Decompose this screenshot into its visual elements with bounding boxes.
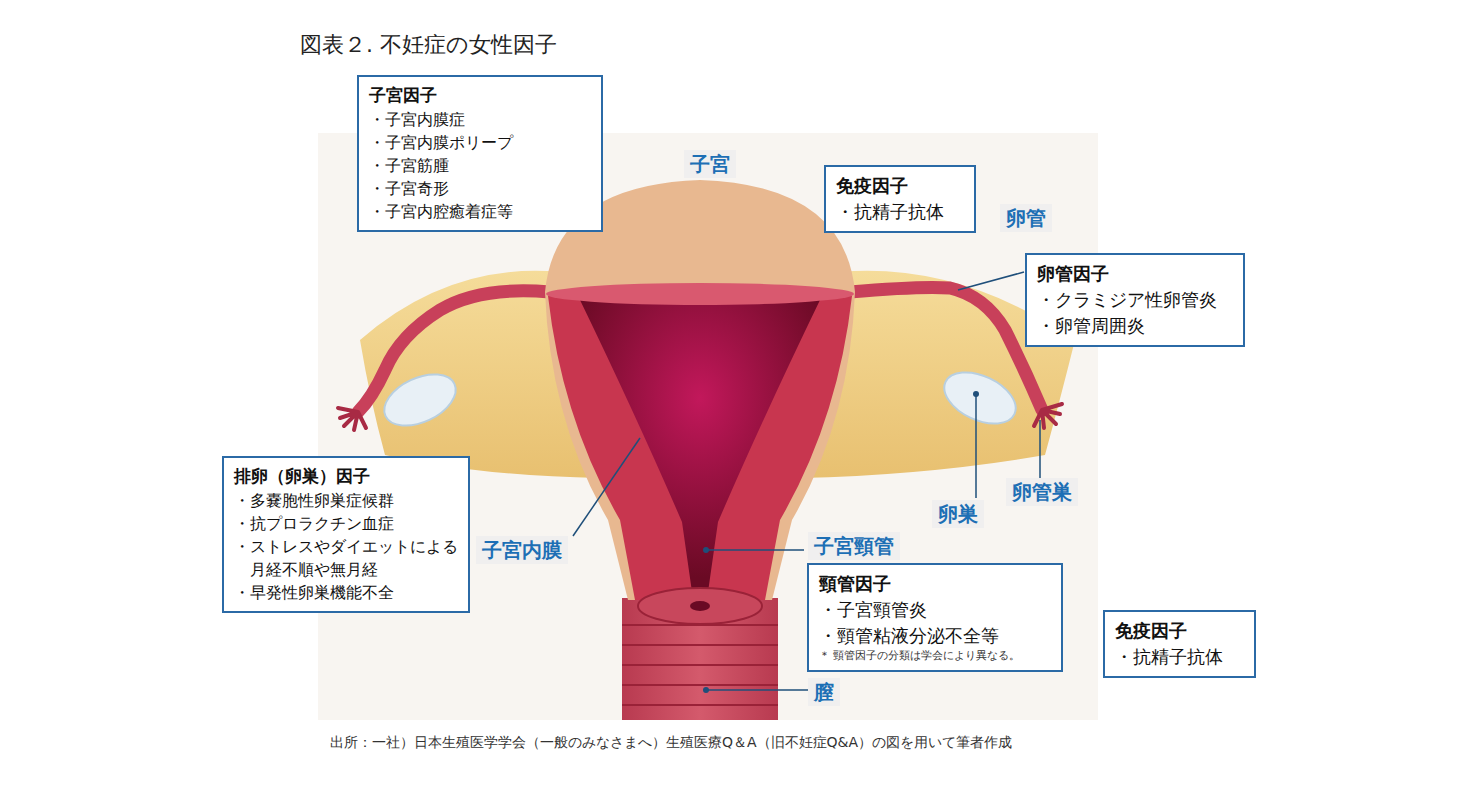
part-label: 子宮 (684, 150, 736, 178)
box-item: ・子宮頸管炎 (819, 597, 1051, 623)
box-heading: 卵管因子 (1037, 261, 1233, 287)
illustration-ground (318, 133, 1098, 720)
factor-box: 免疫因子・抗精子抗体 (824, 165, 976, 233)
fallopian-tube (338, 408, 366, 430)
factor-box: 子宮因子・子宮内膜症・子宮内膜ポリープ・子宮筋腫・子宮奇形・子宮内腔癒着症等 (357, 75, 603, 232)
part-label: 子宮内膜 (476, 536, 568, 564)
vagina (622, 625, 778, 705)
fallopian-tube (358, 291, 550, 412)
leader-dot (703, 547, 709, 553)
box-heading: 免疫因子 (1115, 618, 1244, 644)
factor-box: 頸管因子・子宮頸管炎・頸管粘液分泌不全等＊ 頸管因子の分類は学会により異なる。 (807, 563, 1063, 672)
box-item: ・子宮筋腫 (369, 154, 591, 177)
box-item: ・子宮奇形 (369, 177, 591, 200)
source-caption: 出所：一社）日本生殖医学学会（一般のみなさまへ）生殖医療Q＆A（旧不妊症Q&A）… (330, 734, 1012, 752)
leader-line (1039, 420, 1041, 478)
part-label: 卵巣 (932, 500, 984, 528)
leader-dot (703, 687, 709, 693)
box-heading: 免疫因子 (836, 173, 964, 199)
box-item: ・抗プロラクチン血症 (234, 512, 458, 535)
box-heading: 子宮因子 (369, 83, 591, 108)
uterus-body (580, 294, 820, 592)
box-note: ＊ 頸管因子の分類は学会により異なる。 (819, 649, 1051, 663)
box-item: ・子宮内膜症 (369, 108, 591, 131)
uterus-body (690, 601, 710, 611)
fallopian-tube (1034, 404, 1062, 428)
box-item: ・早発性卵巣機能不全 (234, 581, 458, 604)
ovary (936, 362, 1023, 434)
leader-line (975, 394, 977, 498)
part-label: 子宮頸管 (808, 532, 900, 560)
leader-line (706, 549, 804, 551)
box-item: ・多嚢胞性卵巣症候群 (234, 489, 458, 512)
part-label: 卵管巣 (1006, 478, 1078, 506)
diagram-title: 図表２. 不妊症の女性因子 (300, 30, 557, 60)
illustration-ground (318, 133, 1098, 720)
leader-line (958, 272, 1024, 290)
box-item: ・子宮内腔癒着症等 (369, 200, 591, 223)
uterus-body (548, 284, 852, 600)
box-item: ・卵管周囲炎 (1037, 313, 1233, 339)
part-label: 膣 (808, 678, 840, 706)
box-item: ・抗精子抗体 (1115, 644, 1244, 670)
factor-box: 排卵（卵巣）因子・多嚢胞性卵巣症候群・抗プロラクチン血症・ストレスやダイエットに… (222, 456, 470, 613)
leader-line (573, 438, 640, 536)
leader-line (706, 689, 808, 691)
leader-dot (973, 391, 979, 397)
uterus-body (546, 283, 854, 305)
fallopian-tube (850, 288, 1042, 411)
box-item: ・子宮内膜ポリープ (369, 131, 591, 154)
box-item: ・クラミジア性卵管炎 (1037, 287, 1233, 313)
factor-box: 卵管因子・クラミジア性卵管炎・卵管周囲炎 (1025, 253, 1245, 347)
part-label: 卵管 (1000, 204, 1052, 232)
box-heading: 排卵（卵巣）因子 (234, 464, 458, 489)
factor-box: 免疫因子・抗精子抗体 (1103, 610, 1256, 678)
box-item: ・ストレスやダイエットによる 月経不順や無月経 (234, 535, 458, 581)
box-item: ・頸管粘液分泌不全等 (819, 623, 1051, 649)
uterus-body (638, 588, 762, 624)
box-item: ・抗精子抗体 (836, 199, 964, 225)
box-heading: 頸管因子 (819, 571, 1051, 597)
